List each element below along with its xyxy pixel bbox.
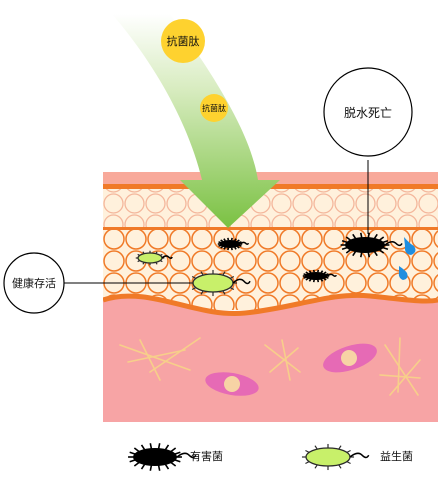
- legend-harmful-label: 有害菌: [190, 449, 223, 463]
- legend-harmful-icon: [128, 443, 197, 471]
- beneficial-bacterium: [188, 269, 251, 297]
- orange-wavy-border: [103, 292, 438, 317]
- legend: 有害菌 益生菌: [128, 443, 413, 471]
- peptide-bubble-large-label: 抗菌肽: [167, 34, 200, 48]
- bacteria: [135, 232, 403, 297]
- harmful-bacterium: [217, 237, 250, 251]
- callout-dehydration-label: 脱水死亡: [344, 105, 392, 120]
- water-drop-icon: [404, 237, 416, 255]
- legend-beneficial-label: 益生菌: [380, 449, 413, 463]
- peptide-bubble-large: 抗菌肽: [161, 19, 205, 63]
- callout-dehydration: 脱水死亡: [323, 67, 413, 234]
- dermis-cell: [205, 372, 259, 396]
- water-drop-icon: [398, 266, 408, 280]
- dermis-layer: [103, 295, 438, 422]
- upper-cell-layer: [103, 189, 438, 229]
- dermis-fibers: [119, 337, 421, 396]
- water-drops: [398, 237, 416, 280]
- beneficial-bacterium: [135, 250, 173, 266]
- harmful-bacterium: [302, 269, 338, 283]
- callout-survival-label: 健康存活: [12, 276, 56, 290]
- legend-beneficial-icon: [301, 443, 370, 471]
- peptide-bubble-small: 抗菌肽: [200, 94, 228, 122]
- harmful-bacterium: [340, 232, 403, 258]
- dermis-cells: [205, 343, 377, 396]
- callout-survival: 健康存活: [3, 252, 190, 314]
- dermis-cell: [323, 343, 377, 373]
- peptide-bubble-small-label: 抗菌肽: [202, 103, 226, 113]
- skin-layers: [103, 172, 438, 422]
- orange-line-middle: [103, 227, 438, 230]
- peptide-arrow: [112, 14, 280, 228]
